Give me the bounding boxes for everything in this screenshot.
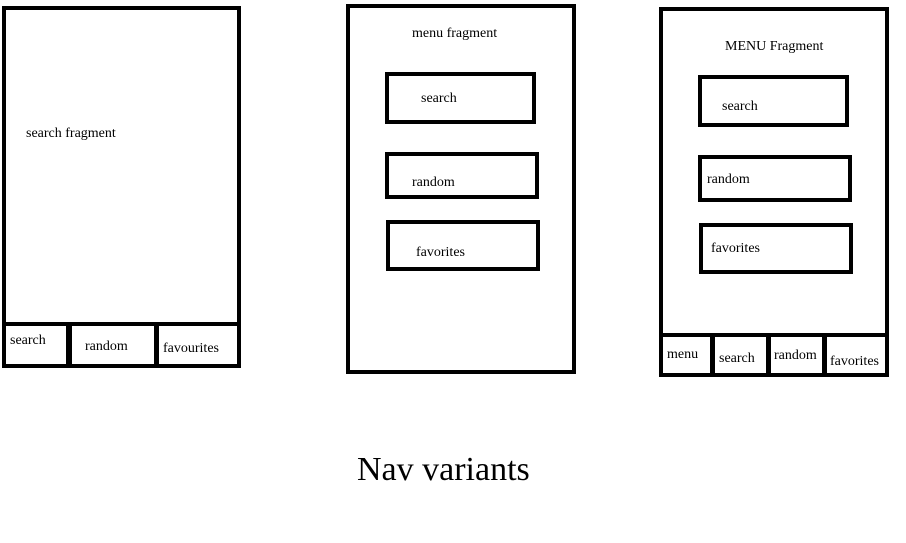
variant3-favorites-button[interactable]: favorites bbox=[699, 223, 853, 274]
variant1-tab-random[interactable]: random bbox=[68, 322, 158, 368]
variant2-header: menu fragment bbox=[412, 26, 498, 41]
variant1-fragment-area: search fragment bbox=[2, 6, 241, 326]
variant3-tab-search[interactable]: search bbox=[711, 333, 770, 377]
variant3-tab-menu[interactable]: menu bbox=[659, 333, 714, 377]
variant3-header: MENU Fragment bbox=[725, 39, 824, 54]
variant3-tab-search-label: search bbox=[719, 351, 755, 366]
variant1-tab-search[interactable]: search bbox=[2, 322, 70, 368]
variant3-tab-random[interactable]: random bbox=[767, 333, 826, 377]
variant3-search-button[interactable]: search bbox=[698, 75, 849, 127]
variant2-random-button-label: random bbox=[412, 175, 455, 190]
variant2-random-button[interactable]: random bbox=[385, 152, 539, 199]
variant1-fragment-label: search fragment bbox=[26, 126, 116, 141]
variant1-tab-search-label: search bbox=[10, 333, 46, 348]
diagram-caption: Nav variants bbox=[357, 451, 530, 488]
variant2-search-button[interactable]: search bbox=[385, 72, 536, 124]
variant3-tab-favorites-label: favorites bbox=[830, 354, 879, 369]
variant3-search-button-label: search bbox=[722, 99, 758, 114]
variant2-favorites-button[interactable]: favorites bbox=[386, 220, 540, 271]
variant2-favorites-button-label: favorites bbox=[416, 245, 465, 260]
variant3-tab-menu-label: menu bbox=[667, 347, 699, 362]
variant3-random-button-label: random bbox=[707, 172, 750, 187]
variant3-tab-favorites[interactable]: favorites bbox=[823, 333, 889, 377]
variant1-tab-favourites-label: favourites bbox=[163, 341, 219, 356]
variant3-tab-random-label: random bbox=[774, 348, 817, 363]
variant3-favorites-button-label: favorites bbox=[711, 241, 760, 256]
variant3-random-button[interactable]: random bbox=[698, 155, 852, 202]
variant1-tab-favourites[interactable]: favourites bbox=[155, 322, 241, 368]
variant2-search-button-label: search bbox=[421, 91, 457, 106]
variant1-tab-random-label: random bbox=[85, 339, 128, 354]
